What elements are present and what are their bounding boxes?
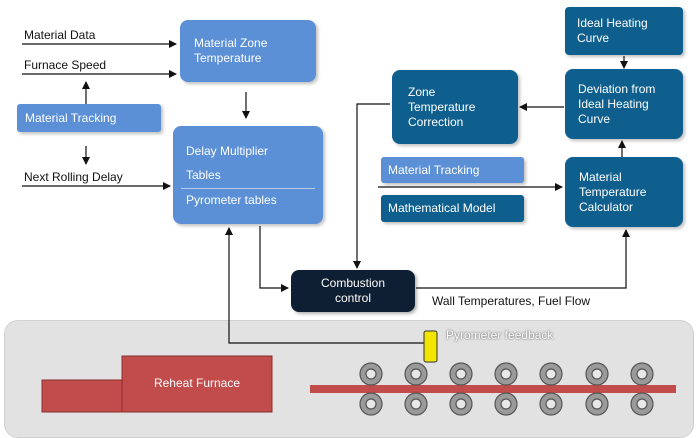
roller-group (359, 362, 654, 416)
label-wall-temperatures-fuel-flow: Wall Temperatures, Fuel Flow (432, 294, 591, 308)
box-material-tracking-left: Material Tracking (17, 104, 161, 132)
box-zone-temperature-correction: Zone Temperature Correction (392, 70, 518, 144)
furnace-base-shape (41, 379, 125, 413)
box-ideal-heating-curve: Ideal Heating Curve (565, 7, 683, 55)
label-furnace-speed: Furnace Speed (24, 58, 107, 72)
box-material-tracking-right: Material Tracking (381, 157, 524, 183)
delay-divider (181, 188, 315, 189)
box-deviation-from-ideal-heating-curve: Deviation from Ideal Heating Curve (565, 69, 683, 139)
arrow-correction-to-combustion (353, 103, 390, 269)
pyrometer-tables-text: Pyrometer tables (186, 193, 277, 207)
label-reheat-furnace: Reheat Furnace (153, 376, 241, 390)
arrow-combustion-to-calculator (416, 229, 630, 289)
mill-floor (4, 320, 694, 438)
tables-text: Tables (186, 168, 221, 182)
arrow-pyrometer-feedback (225, 227, 424, 344)
box-delay-multiplier: Delay Multiplier Tables Pyrometer tables (173, 126, 323, 224)
label-material-data: Material Data (24, 28, 96, 42)
arrow-delay-to-combustion (259, 226, 289, 292)
furnace-main-shape (121, 355, 273, 413)
box-material-zone-temperature: Material Zone Temperature (180, 20, 316, 82)
box-mathematical-model: Mathematical Model (381, 195, 524, 222)
label-next-rolling-delay: Next Rolling Delay (24, 170, 123, 184)
box-material-temperature-calculator: Material Temperature Calculator (565, 157, 683, 227)
delay-multiplier-text: Delay Multiplier (186, 144, 269, 158)
steel-bar (310, 385, 676, 393)
box-combustion-control: Combustion control (291, 270, 415, 312)
pyrometer-sensor (423, 330, 438, 363)
label-pyrometer-feedback: Pyrometer feedback (446, 328, 554, 342)
